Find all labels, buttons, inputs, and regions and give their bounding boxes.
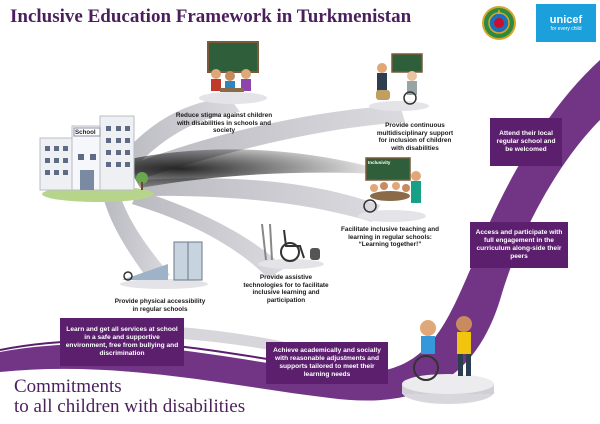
caption-teaching: Facilitate inclusive teaching and learni…: [340, 226, 440, 249]
purple-path: [0, 60, 600, 401]
road-to-teaching: [140, 178, 380, 222]
commitment-access: Access and participate with full engagem…: [470, 222, 568, 268]
commitment-services: Learn and get all services at school in …: [60, 318, 184, 366]
inclusive-classroom-icon: [358, 157, 426, 222]
children-pedestal-icon: [402, 316, 494, 404]
shadow-wedge: [125, 149, 400, 188]
support-scene-icon: [369, 53, 429, 111]
commitments-heading-line-1: Commitments: [14, 376, 122, 397]
caption-stigma: Reduce stigma against children with disa…: [175, 112, 273, 135]
school-building-icon: [39, 115, 154, 202]
unicef-tagline: for every child: [550, 26, 582, 32]
commitments-heading-line-2: to all children with disabilities: [14, 396, 246, 417]
road-to-assistive: [132, 190, 285, 278]
unicef-logo: unicef for every child: [536, 4, 596, 42]
assistive-technology-icon: [258, 223, 324, 269]
road-to-stigma: [118, 98, 240, 172]
board-label: Inclusivity: [368, 160, 391, 165]
classroom-scene-icon: [199, 41, 267, 104]
page-title: Inclusive Education Framework in Turkmen…: [10, 6, 412, 27]
school-sign: School: [75, 129, 96, 136]
caption-assistive: Provide assistive technologies for to fa…: [243, 274, 329, 304]
unicef-name: unicef: [549, 14, 583, 26]
caption-support: Provide continuous multidisciplinary sup…: [376, 122, 454, 152]
commitments-heading: Commitments to all children with disabil…: [14, 377, 245, 417]
road-to-physical: [104, 195, 170, 282]
commitment-attend: Attend their local regular school and be…: [490, 118, 562, 166]
turkmenistan-emblem-icon: [482, 6, 516, 40]
caption-physical: Provide physical accessibility in regula…: [114, 298, 206, 313]
ramp-elevator-icon: [120, 241, 208, 289]
commitment-achieve: Achieve academically and socially with r…: [266, 342, 388, 384]
